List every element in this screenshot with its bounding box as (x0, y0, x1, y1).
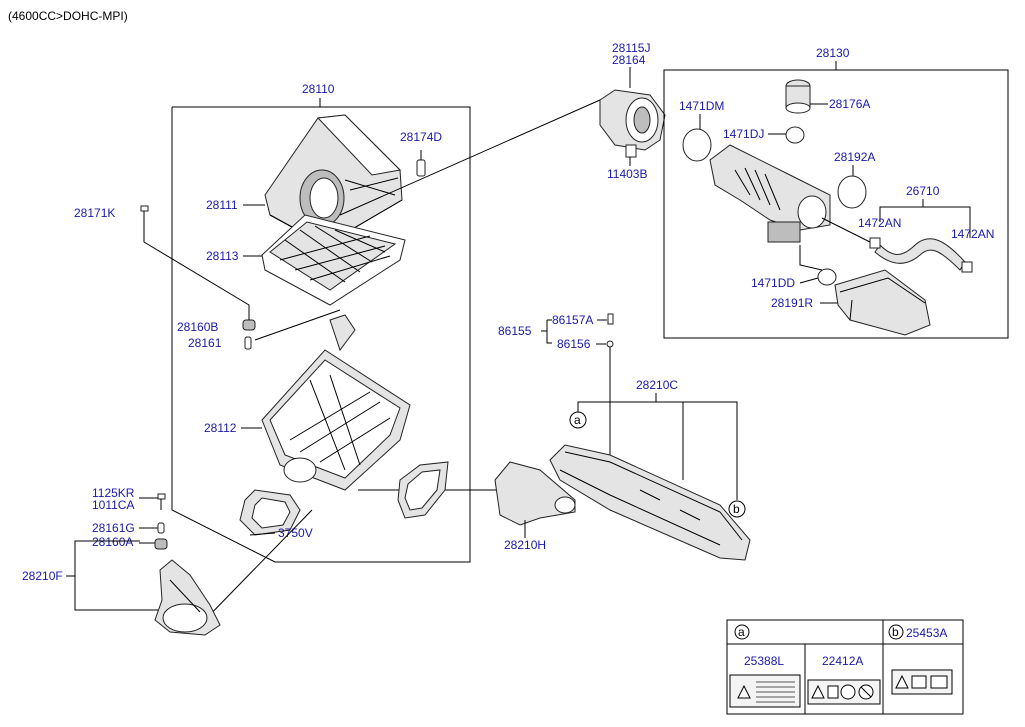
label-28111[interactable]: 28111 (206, 198, 238, 212)
grommet-28160B-drawing (242, 319, 256, 331)
bottom-left-group: 1125KR 1011CA 28161G 28160A 28210F (22, 486, 221, 636)
grommet-28160A-drawing (154, 538, 168, 550)
group-label-28110[interactable]: 28110 (302, 82, 335, 96)
bracket-28210F (74, 540, 160, 611)
upper-housing-drawing (264, 114, 403, 246)
resonator-cover-drawing (834, 269, 931, 336)
legend-part-25453A[interactable]: 25453A (906, 626, 947, 640)
bolt-1125KR-drawing (157, 493, 166, 500)
nut-86156-drawing (606, 340, 614, 348)
label-1471DM[interactable]: 1471DM (679, 99, 724, 113)
legend-table: a b 25453A 25388L 22412A (726, 619, 964, 715)
label-28115J[interactable]: 28115J (612, 41, 650, 55)
legend-part-25388L[interactable]: 25388L (744, 654, 784, 668)
label-1472AN-right[interactable]: 1472AN (951, 227, 994, 241)
pin-28161G-drawing (157, 522, 165, 534)
leader-28161 (254, 309, 341, 341)
callout-b-letter: b (733, 502, 740, 516)
label-28210H[interactable]: 28210H (504, 538, 546, 552)
label-28171K[interactable]: 28171K (74, 206, 115, 220)
sticker-25453A-drawing (891, 669, 953, 695)
label-1125KR[interactable]: 1125KR (92, 486, 135, 500)
legend-marker-b-letter: b (892, 625, 899, 639)
leader-3750V (249, 532, 276, 536)
clamp-1471DM-drawing (682, 128, 712, 162)
label-1011CA[interactable]: 1011CA (92, 498, 134, 512)
filter-element-drawing (261, 214, 406, 306)
cap-28176A-drawing (785, 79, 811, 114)
legend-marker-b[interactable]: b (888, 624, 904, 640)
legend-marker-a-letter: a (738, 625, 745, 639)
label-1471DD[interactable]: 1471DD (751, 276, 795, 290)
clamp-28192A-drawing (837, 175, 867, 209)
label-28161G[interactable]: 28161G (92, 521, 135, 535)
label-1472AN-left[interactable]: 1472AN (858, 216, 901, 230)
label-86155[interactable]: 86155 (498, 324, 532, 338)
engine-spec-text: (4600CC>DOHC-MPI) (8, 9, 128, 23)
inlet-fastener-group: 86155 86157A 86156 (498, 313, 614, 490)
lower-housing-drawing (261, 314, 411, 491)
pin-28161-drawing (244, 336, 252, 350)
label-28113[interactable]: 28113 (206, 249, 239, 263)
label-1471DJ[interactable]: 1471DJ (723, 127, 764, 141)
label-86157A[interactable]: 86157A (552, 313, 593, 327)
clip-drawing (416, 150, 426, 177)
label-28160B[interactable]: 28160B (177, 320, 218, 334)
group-label-28210C[interactable]: 28210C (636, 378, 678, 392)
callout-a[interactable]: a (569, 411, 587, 429)
leader-3750V-link (199, 509, 313, 626)
air-cleaner-bracket (171, 106, 471, 563)
leader-maf-link (339, 99, 601, 216)
label-28191R[interactable]: 28191R (771, 296, 813, 310)
label-11403B[interactable]: 11403B (607, 167, 647, 181)
label-28164[interactable]: 28164 (612, 53, 646, 67)
bellows-hose-drawing (709, 144, 831, 243)
breather-hose-drawing (869, 237, 973, 273)
resonator-group: 28130 28176A 1471DM 1471DJ 28192A (663, 46, 1009, 339)
label-28174D[interactable]: 28174D (400, 130, 442, 144)
clamp-1471DJ-drawing (785, 126, 805, 144)
bracket-26710 (879, 206, 971, 238)
sticker-25388L-drawing (729, 674, 801, 708)
leader-1472AN-left (821, 217, 871, 243)
screw-86157A-drawing (607, 313, 614, 325)
leader-1471DD (799, 277, 819, 284)
legend-marker-a[interactable]: a (734, 624, 750, 640)
legend-frame (726, 619, 964, 715)
air-duct-drawing (549, 444, 751, 561)
duct-gasket-drawing (397, 461, 449, 519)
legend-part-22412A[interactable]: 22412A (822, 654, 863, 668)
leader-28171K (143, 222, 250, 320)
label-28176A[interactable]: 28176A (829, 97, 870, 111)
label-28161[interactable]: 28161 (188, 336, 222, 350)
label-26710[interactable]: 26710 (906, 184, 940, 198)
label-86156[interactable]: 86156 (557, 337, 591, 351)
air-cleaner-group: 28110 28111 28174D (74, 82, 497, 626)
bolt-28171K-drawing (140, 205, 149, 222)
callout-b[interactable]: b (728, 500, 746, 518)
clamp-1471DD-drawing (817, 268, 837, 286)
intake-snorkel-drawing (154, 559, 221, 636)
sticker-22412A-drawing (807, 679, 881, 705)
leader-1471DD-link (799, 245, 823, 271)
duct-adapter-drawing (494, 461, 576, 526)
sensor-ring-drawing (239, 489, 301, 536)
label-3750V[interactable]: 3750V (278, 526, 313, 540)
callout-a-letter: a (574, 413, 581, 427)
label-28112[interactable]: 28112 (204, 421, 237, 435)
resonator-frame (663, 69, 1009, 339)
maf-group: 28115J 28164 11403B (339, 41, 666, 216)
maf-sensor-drawing (599, 89, 666, 158)
bracket-86155 (546, 320, 552, 344)
group-label-28130[interactable]: 28130 (816, 46, 850, 60)
label-28192A[interactable]: 28192A (834, 150, 875, 164)
label-28210F[interactable]: 28210F (22, 569, 63, 583)
label-28160A[interactable]: 28160A (92, 535, 133, 549)
duct-group: 28210C a b 28210H (397, 378, 751, 561)
